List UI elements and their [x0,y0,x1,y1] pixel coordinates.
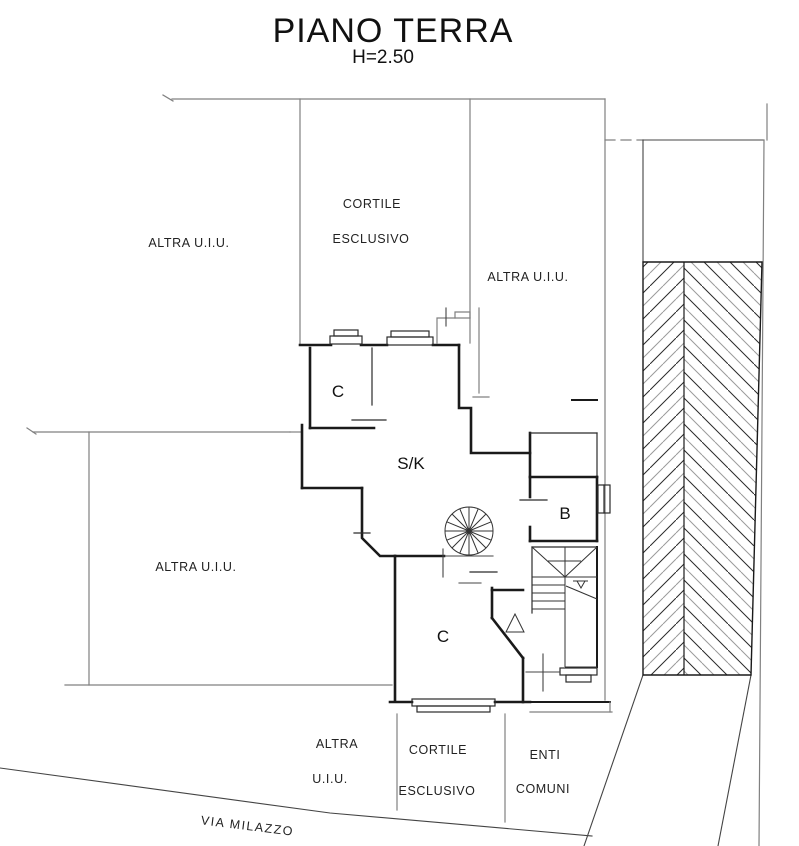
hatched-strip [642,261,763,676]
page-title: PIANO TERRA [273,12,514,50]
spiral-staircase-icon [442,506,494,584]
room-label-altra-top-right: ALTRA U.I.U. [487,270,568,284]
street-edge-line [0,767,593,837]
room-label-enti-1: ENTI [530,748,561,762]
stair-arrow-icon [573,580,588,590]
door-threshold-icon [559,667,598,683]
height-label: H=2.50 [352,47,414,68]
window-icon [411,698,496,713]
room-label-cortile-bottom-2: ESCLUSIVO [399,784,476,798]
room-label-altra-bottom-1: ALTRA [316,737,358,751]
street-name-label: VIA MILAZZO [200,813,295,838]
window-icon [597,484,611,514]
room-label-c-lower: C [437,627,449,646]
room-label-cortile-bottom-1: CORTILE [409,743,467,757]
room-label-cortile-top-2: ESCLUSIVO [333,232,410,246]
room-label-altra-top-left: ALTRA U.I.U. [148,236,229,250]
room-label-b: B [559,504,570,523]
property-boundary-lines [26,94,768,846]
cross-mark-icon [525,653,561,692]
labels: PIANO TERRA H=2.50 ALTRA U.I.U. CORTILE … [148,12,570,839]
room-label-altra-bottom-2: U.I.U. [312,772,348,786]
window-icon [329,329,434,346]
room-label-sk: S/K [397,454,425,473]
staircase [505,546,598,692]
room-label-c-upper: C [332,382,344,401]
door-triangle-icon [505,612,525,633]
apartment-walls [298,307,611,713]
room-label-altra-left: ALTRA U.I.U. [155,560,236,574]
room-label-enti-2: COMUNI [516,782,570,796]
room-label-cortile-top-1: CORTILE [343,197,401,211]
